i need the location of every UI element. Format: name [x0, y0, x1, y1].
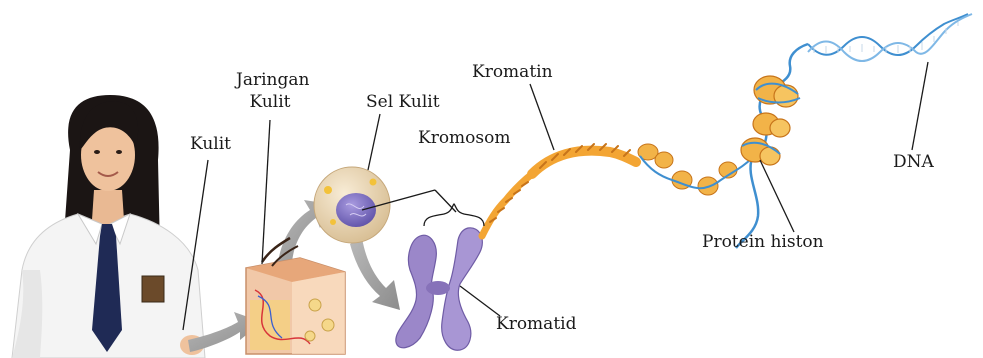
label-kulit: Kulit — [190, 134, 231, 154]
pointer-sel-kulit — [368, 114, 380, 170]
label-kromatid: Kromatid — [496, 314, 576, 334]
pointer-dna — [912, 62, 928, 150]
student-eye — [94, 150, 100, 154]
arrow-sel-to-kromosom — [350, 238, 400, 310]
pointer-protein-histon — [760, 160, 794, 232]
kromosom-bracket — [424, 204, 484, 226]
nucleosome-beads — [638, 144, 752, 195]
label-sel-kulit: Sel Kulit — [366, 92, 440, 112]
label-kromatin: Kromatin — [472, 62, 553, 82]
pointer-kromosom-right — [435, 190, 456, 212]
label-jaringan-kulit-line2: Kulit — [236, 92, 304, 112]
histone-cluster-middle — [753, 113, 790, 137]
student-badge — [142, 276, 164, 302]
dna-double-helix — [808, 14, 972, 61]
label-kromosom: Kromosom — [418, 128, 511, 148]
cell-nucleus — [336, 193, 376, 227]
student-eye — [116, 150, 122, 154]
pointer-jaringan-kulit — [262, 120, 270, 264]
pointer-kromatin — [530, 84, 554, 150]
label-dna: DNA — [893, 152, 934, 172]
chromosome — [396, 228, 483, 350]
chromatin-coil — [482, 144, 636, 236]
student-figure — [12, 95, 205, 358]
skin-tissue-block — [246, 238, 345, 354]
label-protein-histon: Protein histon — [702, 232, 824, 252]
label-jaringan-kulit-line1: Jaringan — [236, 70, 304, 90]
pointer-kromatid — [460, 286, 500, 316]
